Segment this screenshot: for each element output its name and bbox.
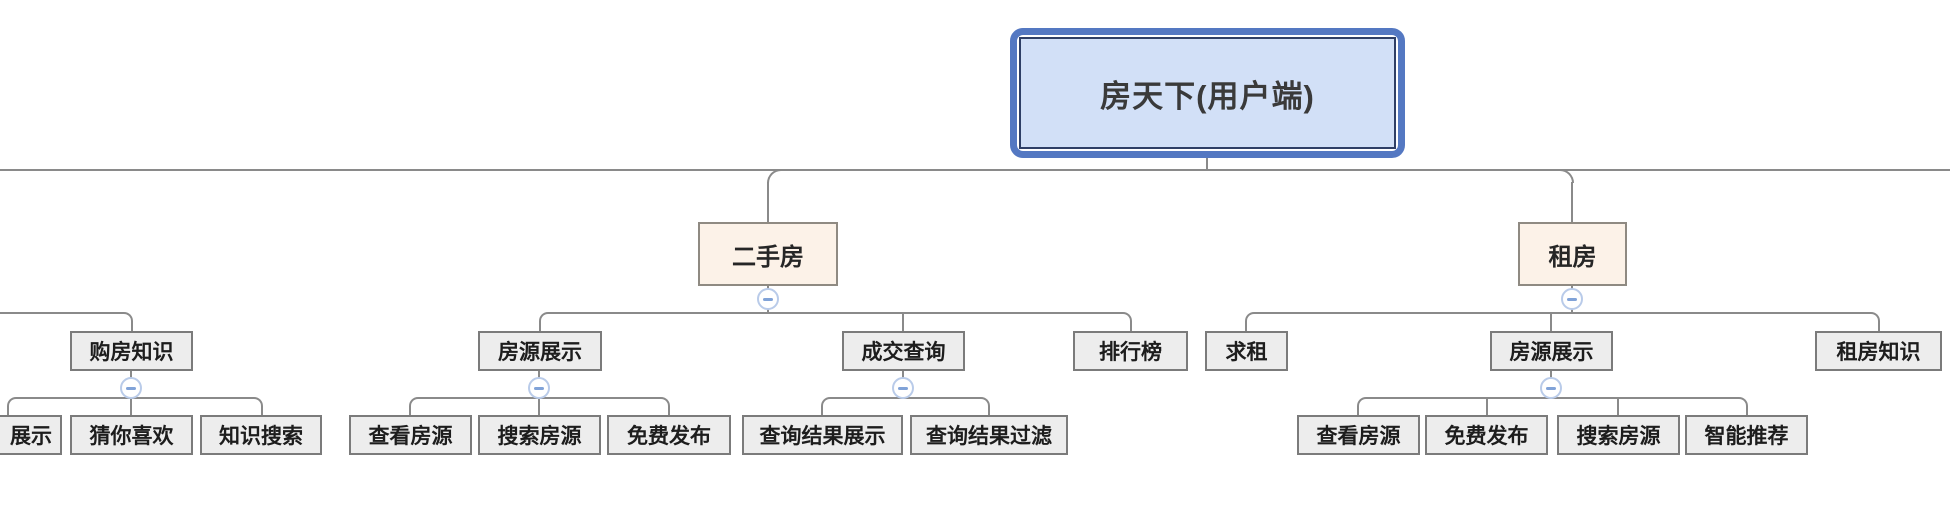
connector-rail-fangyuanzhanshi-l-children [409,397,670,415]
node-chakanfangyuan-left[interactable]: 查看房源 [349,415,472,455]
collapse-icon[interactable] [892,377,914,399]
node-chakanfangyuan-right[interactable]: 查看房源 [1297,415,1420,455]
connector-rail-ershoufang [539,312,1132,331]
connector-elbow-zufang [1560,169,1574,183]
connector-drop-ershoufang [767,182,769,222]
node-sousuofangyuan-right[interactable]: 搜索房源 [1557,415,1680,455]
collapse-icon[interactable] [120,377,142,399]
node-mianfeifabu-right[interactable]: 免费发布 [1425,415,1548,455]
connector-rail-chengjiaochaxun-children [821,397,990,415]
connector-main-rail [0,169,1950,171]
connector-root-feed [1206,158,1208,170]
collapse-icon[interactable] [757,288,779,310]
root-node[interactable]: 房天下(用户端) [1010,28,1405,158]
node-chaxunjieguoguolv[interactable]: 查询结果过滤 [910,415,1068,455]
connector-drop-mianfeifabu-r [1486,397,1488,415]
connector-drop-sousuofangyuan-r [1617,397,1619,415]
connector-elbow-ershoufang [767,169,781,183]
node-mianfeifabu-left[interactable]: 免费发布 [607,415,731,455]
connector-drop-zufang [1571,182,1573,222]
node-sousuofangyuan-left[interactable]: 搜索房源 [478,415,601,455]
collapse-icon[interactable] [1540,377,1562,399]
node-zufang[interactable]: 租房 [1518,222,1627,286]
node-zhanshi-cut[interactable]: 展示 [0,415,62,455]
connector-rail-left-group [0,312,133,331]
node-goufangzhishi[interactable]: 购房知识 [70,331,193,371]
connector-drop-chengjiaochaxun [902,312,904,331]
node-qiuzu[interactable]: 求租 [1205,331,1288,371]
root-node-label: 房天下(用户端) [1019,37,1396,149]
node-zhinengtuijian[interactable]: 智能推荐 [1685,415,1808,455]
node-fangyuanzhanshi-left[interactable]: 房源展示 [478,331,602,371]
node-ershoufang[interactable]: 二手房 [698,222,838,286]
node-chengjiaochaxun[interactable]: 成交查询 [842,331,965,371]
collapse-icon[interactable] [528,377,550,399]
node-fangyuanzhanshi-right[interactable]: 房源展示 [1490,331,1613,371]
connector-drop-fangyuanzhanshi-r [1550,312,1552,331]
node-cainixihuan[interactable]: 猜你喜欢 [70,415,193,455]
node-zufangzhishi[interactable]: 租房知识 [1815,331,1942,371]
node-chaxunjieguozhanshi[interactable]: 查询结果展示 [742,415,903,455]
connector-rail-fangyuanzhanshi-r-children [1357,397,1748,415]
collapse-icon[interactable] [1561,288,1583,310]
connector-rail-zufang [1245,312,1880,331]
node-paihangbang[interactable]: 排行榜 [1073,331,1188,371]
node-zhishisousuo[interactable]: 知识搜索 [200,415,322,455]
connector-rail-goufangzhishi-children [7,397,263,415]
